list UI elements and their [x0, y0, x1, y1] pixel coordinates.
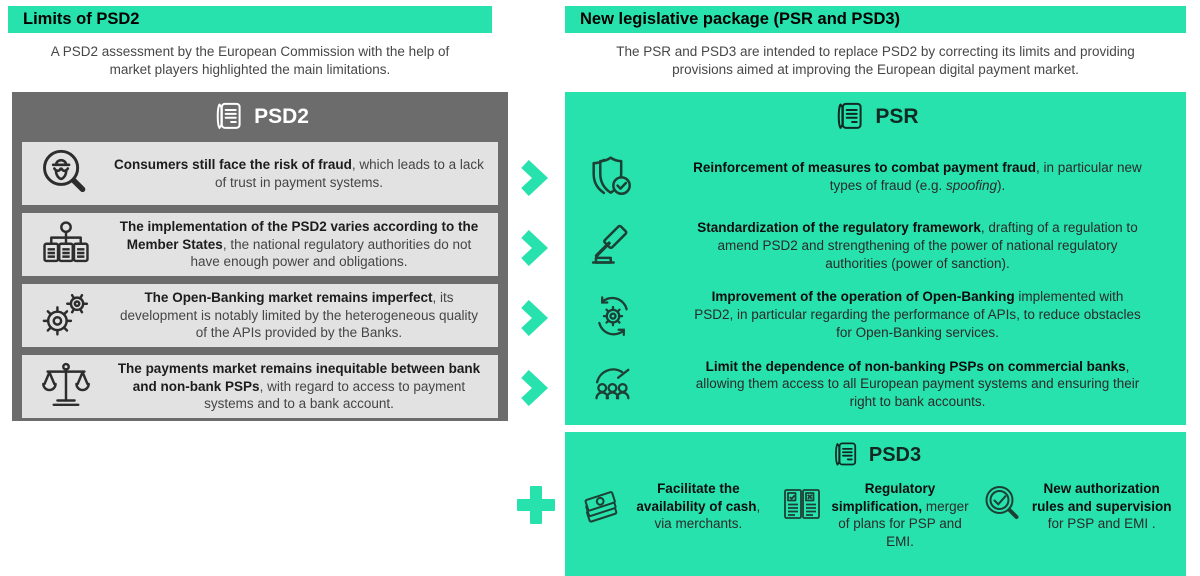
fraud-spy-magnifier-icon [22, 147, 110, 201]
psd2-row-fraud: Consumers still face the risk of fraud, … [22, 142, 498, 205]
psd3-items: Facilitate the availability of cash, via… [571, 476, 1180, 574]
chevron-right-icon [519, 369, 549, 411]
psd2-title-text: PSD2 [254, 105, 309, 128]
psr-row-dependence: Limit the dependence of non-banking PSPs… [571, 350, 1180, 419]
gears-icon [22, 289, 110, 343]
psr-row-standardization: Standardization of the regulatory framew… [571, 211, 1180, 280]
psd3-panel-title: PSD3 [571, 434, 1180, 476]
scroll-icon [832, 100, 866, 134]
chevron-right-icon [519, 229, 549, 271]
chevron-right-icon [519, 159, 549, 201]
right-header-bar: New legislative package (PSR and PSD3) [565, 6, 1186, 33]
shield-check-icon [571, 152, 655, 202]
psd3-item-simplification: Regulatory simplification, merger of pla… [775, 480, 977, 550]
gavel-icon [571, 221, 655, 271]
psd3-item-cash: Facilitate the availability of cash, via… [573, 480, 775, 533]
psr-row-open-banking: Improvement of the operation of Open-Ban… [571, 281, 1180, 350]
psr-title-text: PSR [875, 105, 919, 128]
left-subtitle: A PSD2 assessment by the European Commis… [50, 44, 450, 77]
balance-scale-icon [22, 360, 110, 414]
open-rulebook-check-cross-icon [780, 483, 824, 527]
left-header-title: Limits of PSD2 [23, 10, 140, 28]
banknotes-icon [578, 483, 622, 527]
psr-panel: PSR Reinforcement of measures to combat … [565, 92, 1186, 425]
psd3-item-authorization-text: New authorization rules and supervision … [1031, 481, 1172, 532]
psd2-row-implementation: The implementation of the PSD2 varies ac… [22, 213, 498, 276]
left-header-bar: Limits of PSD2 [8, 6, 492, 33]
psd3-item-authorization: New authorization rules and supervision … [976, 480, 1178, 533]
psd2-row-inequity: The payments market remains inequitable … [22, 355, 498, 418]
psr-row-dependence-text: Limit the dependence of non-banking PSPs… [695, 358, 1140, 410]
psr-row-open-banking-text: Improvement of the operation of Open-Ban… [694, 289, 1141, 341]
psd2-row-fraud-text: Consumers still face the risk of fraud, … [114, 156, 484, 190]
psd2-row-open-banking-text: The Open-Banking market remains imperfec… [120, 289, 478, 341]
psd3-title-text: PSD3 [868, 443, 922, 466]
psd2-row-open-banking: The Open-Banking market remains imperfec… [22, 284, 498, 347]
psd2-panel: PSD2 Consumers still face the risk of fr… [12, 92, 508, 421]
chevron-right-icon [519, 299, 549, 341]
right-subtitle: The PSR and PSD3 are intended to replace… [616, 44, 1135, 77]
psr-panel-title: PSR [571, 92, 1180, 142]
psd3-panel: PSD3 Facilitate the availability of cash… [565, 432, 1186, 576]
psd3-item-simplification-text: Regulatory simplification, merger of pla… [831, 481, 969, 549]
scroll-icon [830, 440, 860, 470]
plus-icon [513, 482, 559, 533]
psd2-row-inequity-text: The payments market remains inequitable … [117, 360, 481, 412]
psr-row-standardization-text: Standardization of the regulatory framew… [697, 220, 1138, 271]
gear-sync-icon [571, 290, 655, 340]
group-under-arc-icon [571, 359, 655, 409]
magnifier-check-icon [981, 483, 1025, 527]
psr-row-fraud-text: Reinforcement of measures to combat paym… [693, 159, 1142, 193]
scroll-icon [211, 100, 245, 134]
right-header-title: New legislative package (PSR and PSD3) [580, 10, 901, 28]
psr-rows: Reinforcement of measures to combat paym… [571, 142, 1180, 425]
psr-row-fraud: Reinforcement of measures to combat paym… [571, 142, 1180, 211]
psd2-panel-title: PSD2 [22, 92, 498, 142]
hierarchy-org-chart-icon [22, 218, 110, 272]
psd3-item-cash-text: Facilitate the availability of cash, via… [636, 481, 761, 532]
psd2-row-implementation-text: The implementation of the PSD2 varies ac… [119, 218, 479, 270]
